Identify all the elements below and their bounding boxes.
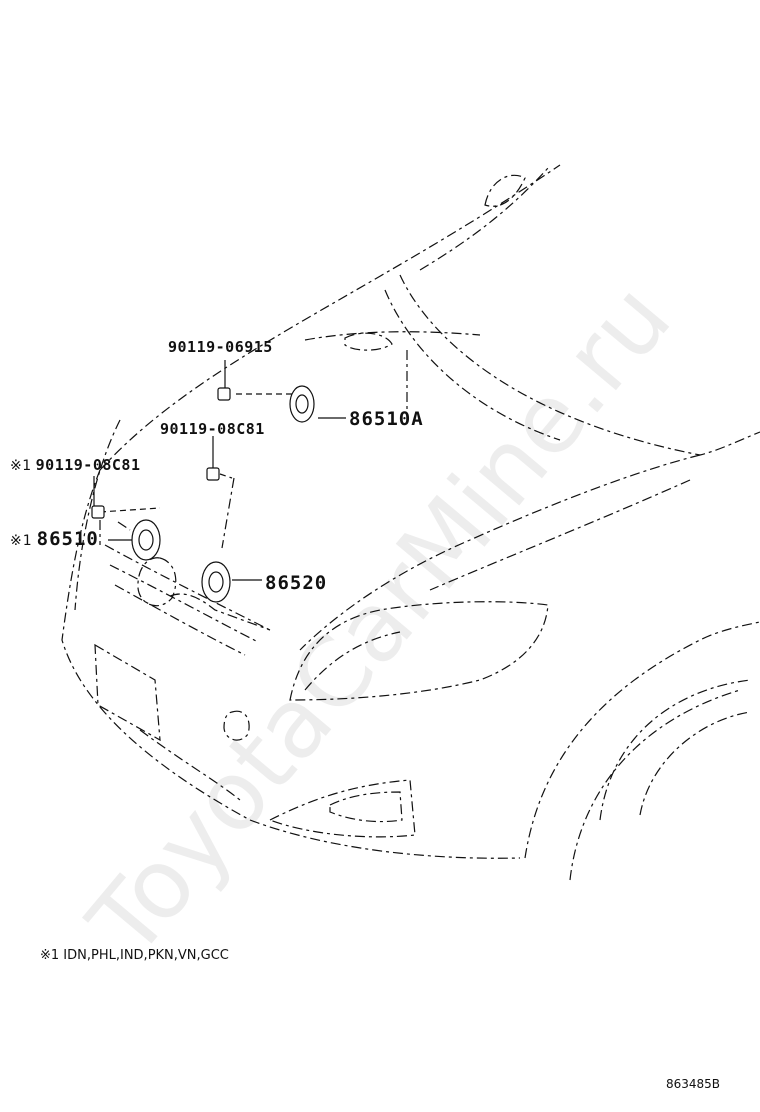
callout-horn-main-number: 86510 xyxy=(36,528,99,550)
bolt-icon xyxy=(91,387,231,519)
leader-lines xyxy=(93,360,346,581)
vehicle-outline xyxy=(61,164,760,881)
callout-bolt-middle: 90119-08C81 xyxy=(160,420,265,438)
marker: ※1 xyxy=(10,458,32,474)
callout-horn-high: 86510A xyxy=(349,408,424,430)
callout-bolt-lower-number: 90119-08C81 xyxy=(35,456,141,474)
horn-icon xyxy=(131,385,315,603)
callout-bolt-upper: 90119-06915 xyxy=(168,338,273,356)
footnote: ※1 IDN,PHL,IND,PKN,VN,GCC xyxy=(40,948,229,963)
callout-horn-low: 86520 xyxy=(265,572,328,594)
marker: ※1 xyxy=(10,533,33,549)
diagram-id: 863485B xyxy=(666,1077,721,1091)
